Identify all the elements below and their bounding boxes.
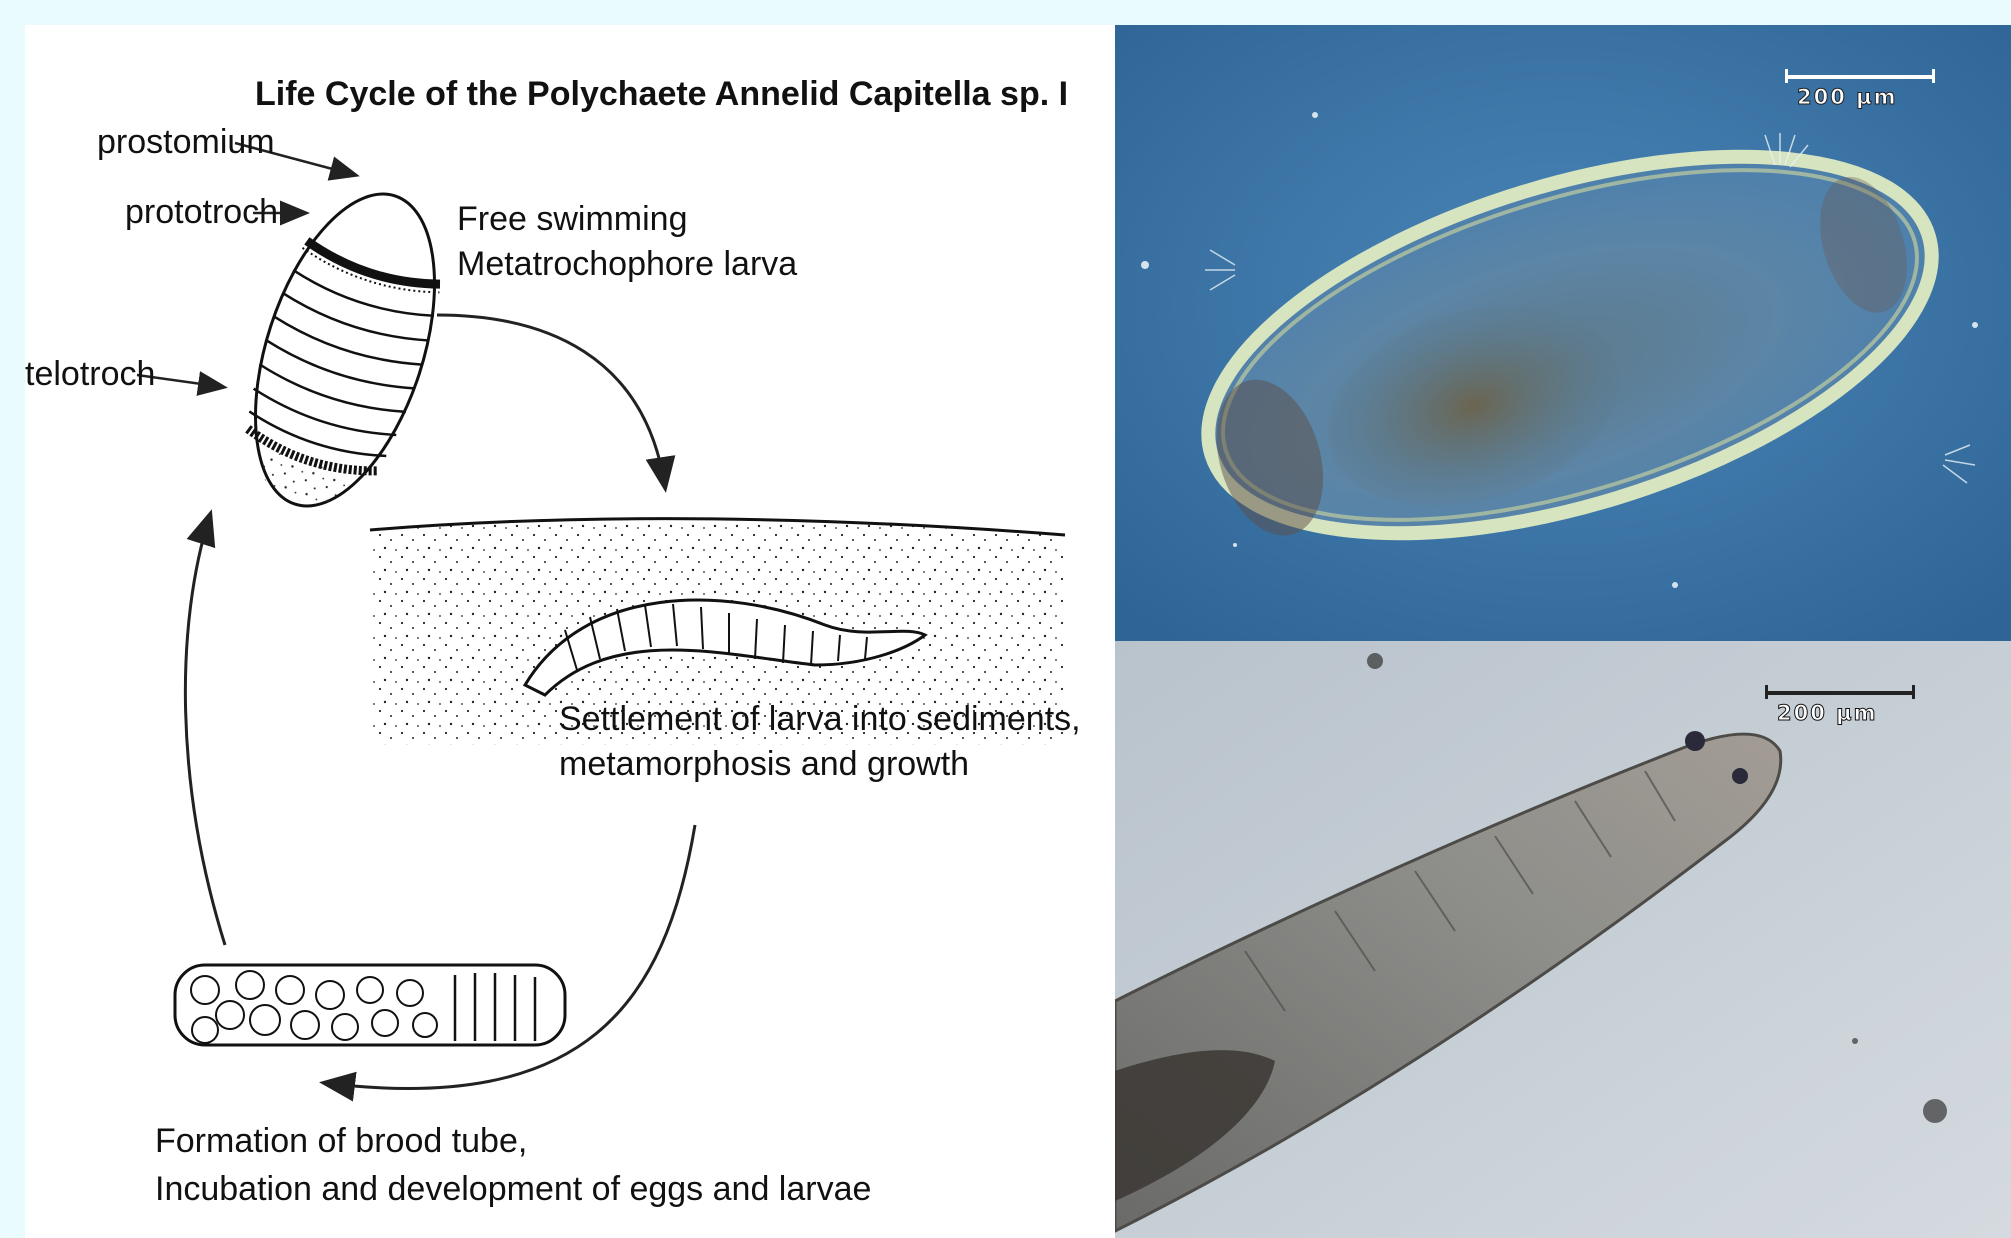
stage2-line1: Settlement of larva into sediments,	[559, 700, 1081, 738]
larva-scale-bar: 200 µm	[1785, 75, 1935, 105]
brood-tube-drawing	[175, 965, 565, 1045]
worm-micrograph-image	[1115, 641, 2011, 1238]
stage2-line2: metamorphosis and growth	[559, 745, 969, 783]
prototroch-label: prototroch	[125, 193, 278, 231]
worm-scale-line	[1765, 691, 1915, 695]
worm-micrograph: 200 µm	[1115, 641, 2011, 1238]
diagram-title: Life Cycle of the Polychaete Annelid Cap…	[255, 75, 1068, 113]
worm-scale-label: 200 µm	[1777, 701, 1877, 725]
cycle-arrow-brood	[325, 825, 695, 1089]
prostomium-label: prostomium	[97, 123, 275, 161]
larva-scale-label: 200 µm	[1797, 85, 1897, 109]
stage1-line1: Free swimming	[457, 200, 687, 238]
stage3-line1: Formation of brood tube,	[155, 1122, 527, 1160]
worm-scale-bar: 200 µm	[1765, 691, 1915, 721]
stage1-line2: Metatrochophore larva	[457, 245, 797, 283]
larva-micrograph: 200 µm	[1115, 25, 2011, 641]
cycle-arrow-settlement	[437, 315, 665, 487]
stage3-line2: Incubation and development of eggs and l…	[155, 1170, 871, 1208]
diagram-drawing: Life Cycle of the Polychaete Annelid Cap…	[25, 25, 1115, 1238]
telotroch-label: telotroch	[25, 355, 155, 393]
life-cycle-diagram: Life Cycle of the Polychaete Annelid Cap…	[25, 25, 1115, 1238]
cycle-arrow-release	[185, 515, 225, 945]
larva-scale-line	[1785, 75, 1935, 79]
larva-micrograph-image	[1115, 25, 2011, 641]
